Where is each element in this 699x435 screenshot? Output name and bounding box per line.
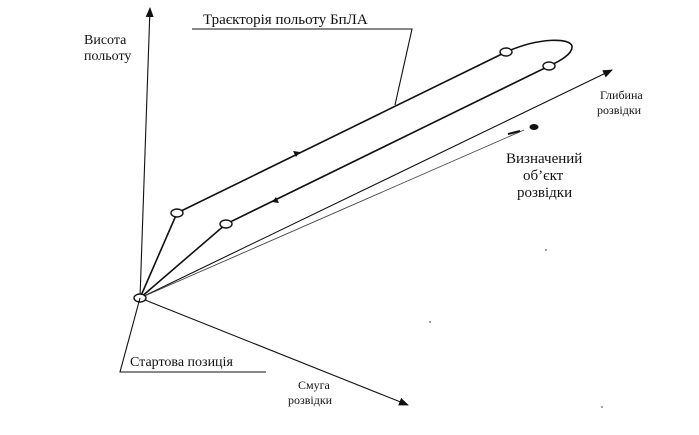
target-label: Визначений об’єкт розвідки (506, 151, 586, 201)
title-leader-line (192, 28, 413, 106)
strip-axis (139, 297, 409, 406)
target-object-marker (529, 124, 539, 130)
outbound-trajectory (139, 51, 507, 299)
trajectory-title: Траєкторія польоту БпЛА (203, 12, 368, 28)
depth-label-line1: Глибина (600, 88, 643, 102)
waypoint-return-start (542, 61, 556, 71)
return-trajectory (139, 65, 550, 299)
depth-label-line2: розвідки (597, 103, 642, 117)
altitude-label-line1: Висота (84, 33, 127, 48)
sight-line (139, 129, 525, 299)
target-dash (507, 130, 521, 135)
waypoint-outbound-end (499, 47, 513, 57)
strip-label-line1: Смуга (298, 378, 331, 392)
start-position-label: Стартова позиція (130, 355, 233, 370)
strip-label: Смуга розвідки (288, 378, 333, 407)
waypoint-outbound-start (170, 208, 184, 218)
altitude-axis (139, 7, 154, 299)
return-direction-arrow (272, 197, 279, 203)
start-leader-line (119, 297, 266, 373)
scan-dot (429, 321, 431, 323)
altitude-label: Висота польоту (84, 33, 131, 64)
depth-axis (139, 69, 613, 299)
strip-label-line2: розвідки (288, 393, 333, 407)
altitude-label-line2: польоту (84, 49, 131, 64)
target-label-line1: Визначений (506, 151, 582, 167)
turn-loop (505, 39, 573, 67)
waypoint-return-end (219, 219, 233, 229)
target-label-line2: об’єкт (523, 168, 564, 184)
scan-dot (601, 406, 603, 408)
depth-label: Глибина розвідки (597, 88, 646, 117)
outbound-direction-arrow (293, 151, 300, 157)
target-label-line3: розвідки (517, 185, 572, 201)
scan-dot (545, 249, 547, 251)
